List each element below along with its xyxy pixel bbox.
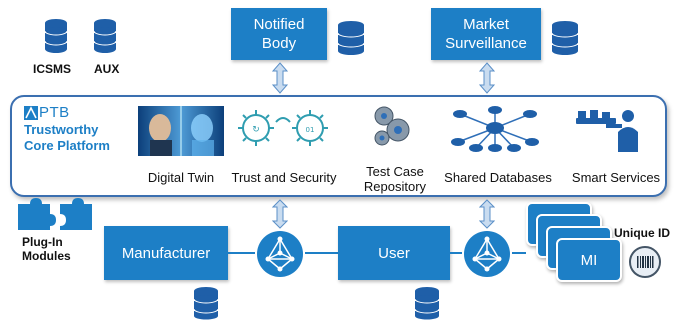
market-surveillance-label: Market Surveillance [445, 16, 527, 52]
mi-card-front[interactable]: MI [556, 238, 622, 282]
user-label: User [378, 244, 410, 262]
digital-twin-label: Digital Twin [147, 170, 215, 185]
puzzle-icon [16, 198, 96, 230]
notified-body-label: Notified Body [253, 16, 305, 52]
notified-body-box[interactable]: Notified Body [231, 8, 327, 60]
plug-in-label-line2: Modules [22, 249, 71, 263]
digital-twin-icon [138, 106, 224, 156]
svg-text:↻: ↻ [252, 125, 260, 135]
ptb-logo-icon [24, 105, 38, 120]
database-icon-manufacturer [193, 286, 219, 320]
database-icon-icsms [44, 18, 68, 54]
mi-label: MI [580, 251, 598, 269]
manufacturer-box[interactable]: Manufacturer [104, 226, 228, 280]
double-arrow-icon-market-surveillance [479, 62, 495, 94]
platform-title-line1: Trustworthy [24, 122, 99, 137]
svg-text:01: 01 [306, 126, 315, 134]
double-arrow-icon-platform-network-right [479, 199, 495, 229]
manufacturer-label: Manufacturer [121, 244, 211, 262]
ptb-logo: PTB [24, 104, 70, 121]
double-arrow-icon-platform-network-left [272, 199, 288, 229]
connector-line [450, 252, 462, 254]
database-icon-notified-body [337, 20, 365, 56]
market-surveillance-box[interactable]: Market Surveillance [431, 8, 541, 60]
network-node-icon-left [255, 229, 305, 279]
trust-and-security-icon: ↻ 01 [232, 106, 338, 150]
plug-in-label-line1: Plug-In [22, 235, 63, 249]
gears-icon [370, 104, 412, 150]
connector-line [512, 252, 526, 254]
trustworthy-core-platform [10, 95, 667, 197]
ptb-logo-text: PTB [39, 104, 70, 121]
smart-services-icon [576, 108, 646, 152]
smart-services-label: Smart Services [571, 170, 661, 185]
unique-id-label: Unique ID [614, 226, 670, 240]
database-icon-market-surveillance [551, 20, 579, 56]
database-icon-user [414, 286, 440, 320]
barcode-tag-icon [628, 245, 662, 279]
trust-and-security-label: Trust and Security [231, 170, 337, 185]
network-node-icon-right [462, 229, 512, 279]
user-box[interactable]: User [338, 226, 450, 280]
connector-line [305, 252, 338, 254]
shared-databases-icon [448, 104, 542, 154]
test-case-repository-label: Test Case Repository [363, 164, 427, 194]
double-arrow-icon-notified-body [272, 62, 288, 94]
connector-line [228, 252, 255, 254]
database-icon-aux [93, 18, 117, 54]
shared-databases-label: Shared Databases [444, 170, 552, 185]
platform-title-line2: Core Platform [24, 138, 110, 153]
icsms-label: ICSMS [33, 62, 72, 76]
aux-label: AUX [94, 62, 120, 76]
